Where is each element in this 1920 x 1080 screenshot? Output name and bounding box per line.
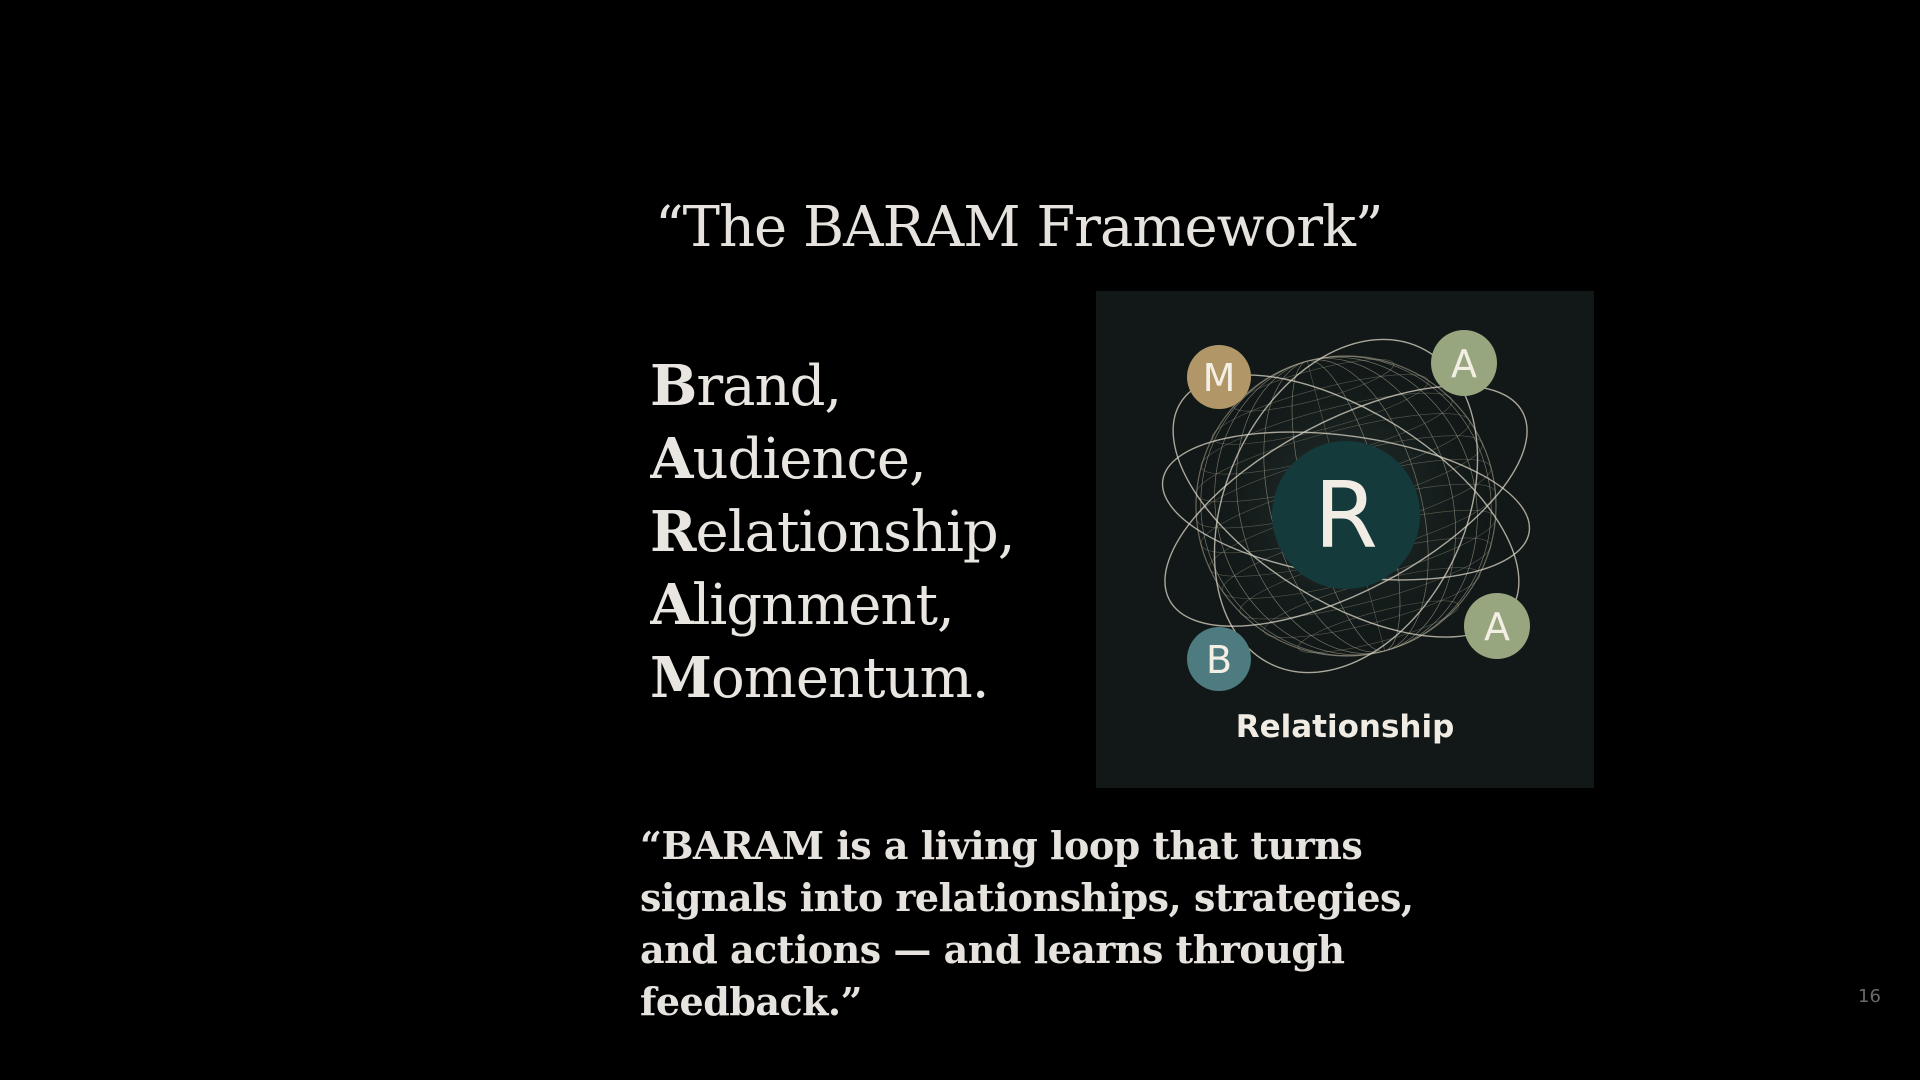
figure-caption: Relationship [1235,709,1455,745]
framework-term-list: Brand, Audience, Relationship, Alignment… [650,350,1070,710]
node-letter: B [1206,638,1232,682]
relationship-figure: R M A A B Relationship [1096,291,1594,788]
term-initial: M [650,645,712,710]
node-letter: A [1451,342,1477,386]
node-letter: M [1203,356,1236,400]
node-a-top: A [1431,330,1497,396]
slide-title: “The BARAM Framework” [655,195,1384,260]
term-alignment: Alignment, [650,569,1070,642]
node-m: M [1187,345,1251,409]
term-brand: Brand, [650,350,1070,423]
orbit-diagram: R M A A B [1161,330,1531,691]
term-initial: A [650,426,693,492]
node-b: B [1187,627,1251,691]
center-letter: R [1314,462,1378,569]
term-rest: rand, [696,354,842,419]
term-initial: R [650,499,697,565]
center-node: R [1272,441,1420,589]
term-rest: udience, [692,427,926,492]
term-relationship: Relationship, [650,496,1070,569]
page-number: 16 [1858,986,1881,1007]
term-audience: Audience, [650,423,1070,496]
term-initial: A [650,572,693,638]
term-rest: omentum. [711,646,989,710]
node-letter: A [1484,605,1510,649]
mesh-parallel [1211,374,1429,445]
mesh-meridian [1200,356,1492,656]
mesh-meridian [1200,356,1492,656]
mesh-meridian [1236,358,1456,654]
term-rest: elationship, [695,500,1016,565]
mesh-meridian [1214,356,1478,656]
mesh-meridian [1214,356,1478,656]
term-initial: B [650,353,697,419]
node-a-bottom: A [1464,593,1530,659]
mesh-parallel [1297,600,1459,653]
term-momentum: Momentum. [650,642,1070,710]
mesh-parallel [1233,359,1395,412]
term-rest: lignment, [692,573,954,638]
mesh-meridian [1236,358,1456,654]
summary-quote: “BARAM is a living loop that turns signa… [640,823,1414,1024]
